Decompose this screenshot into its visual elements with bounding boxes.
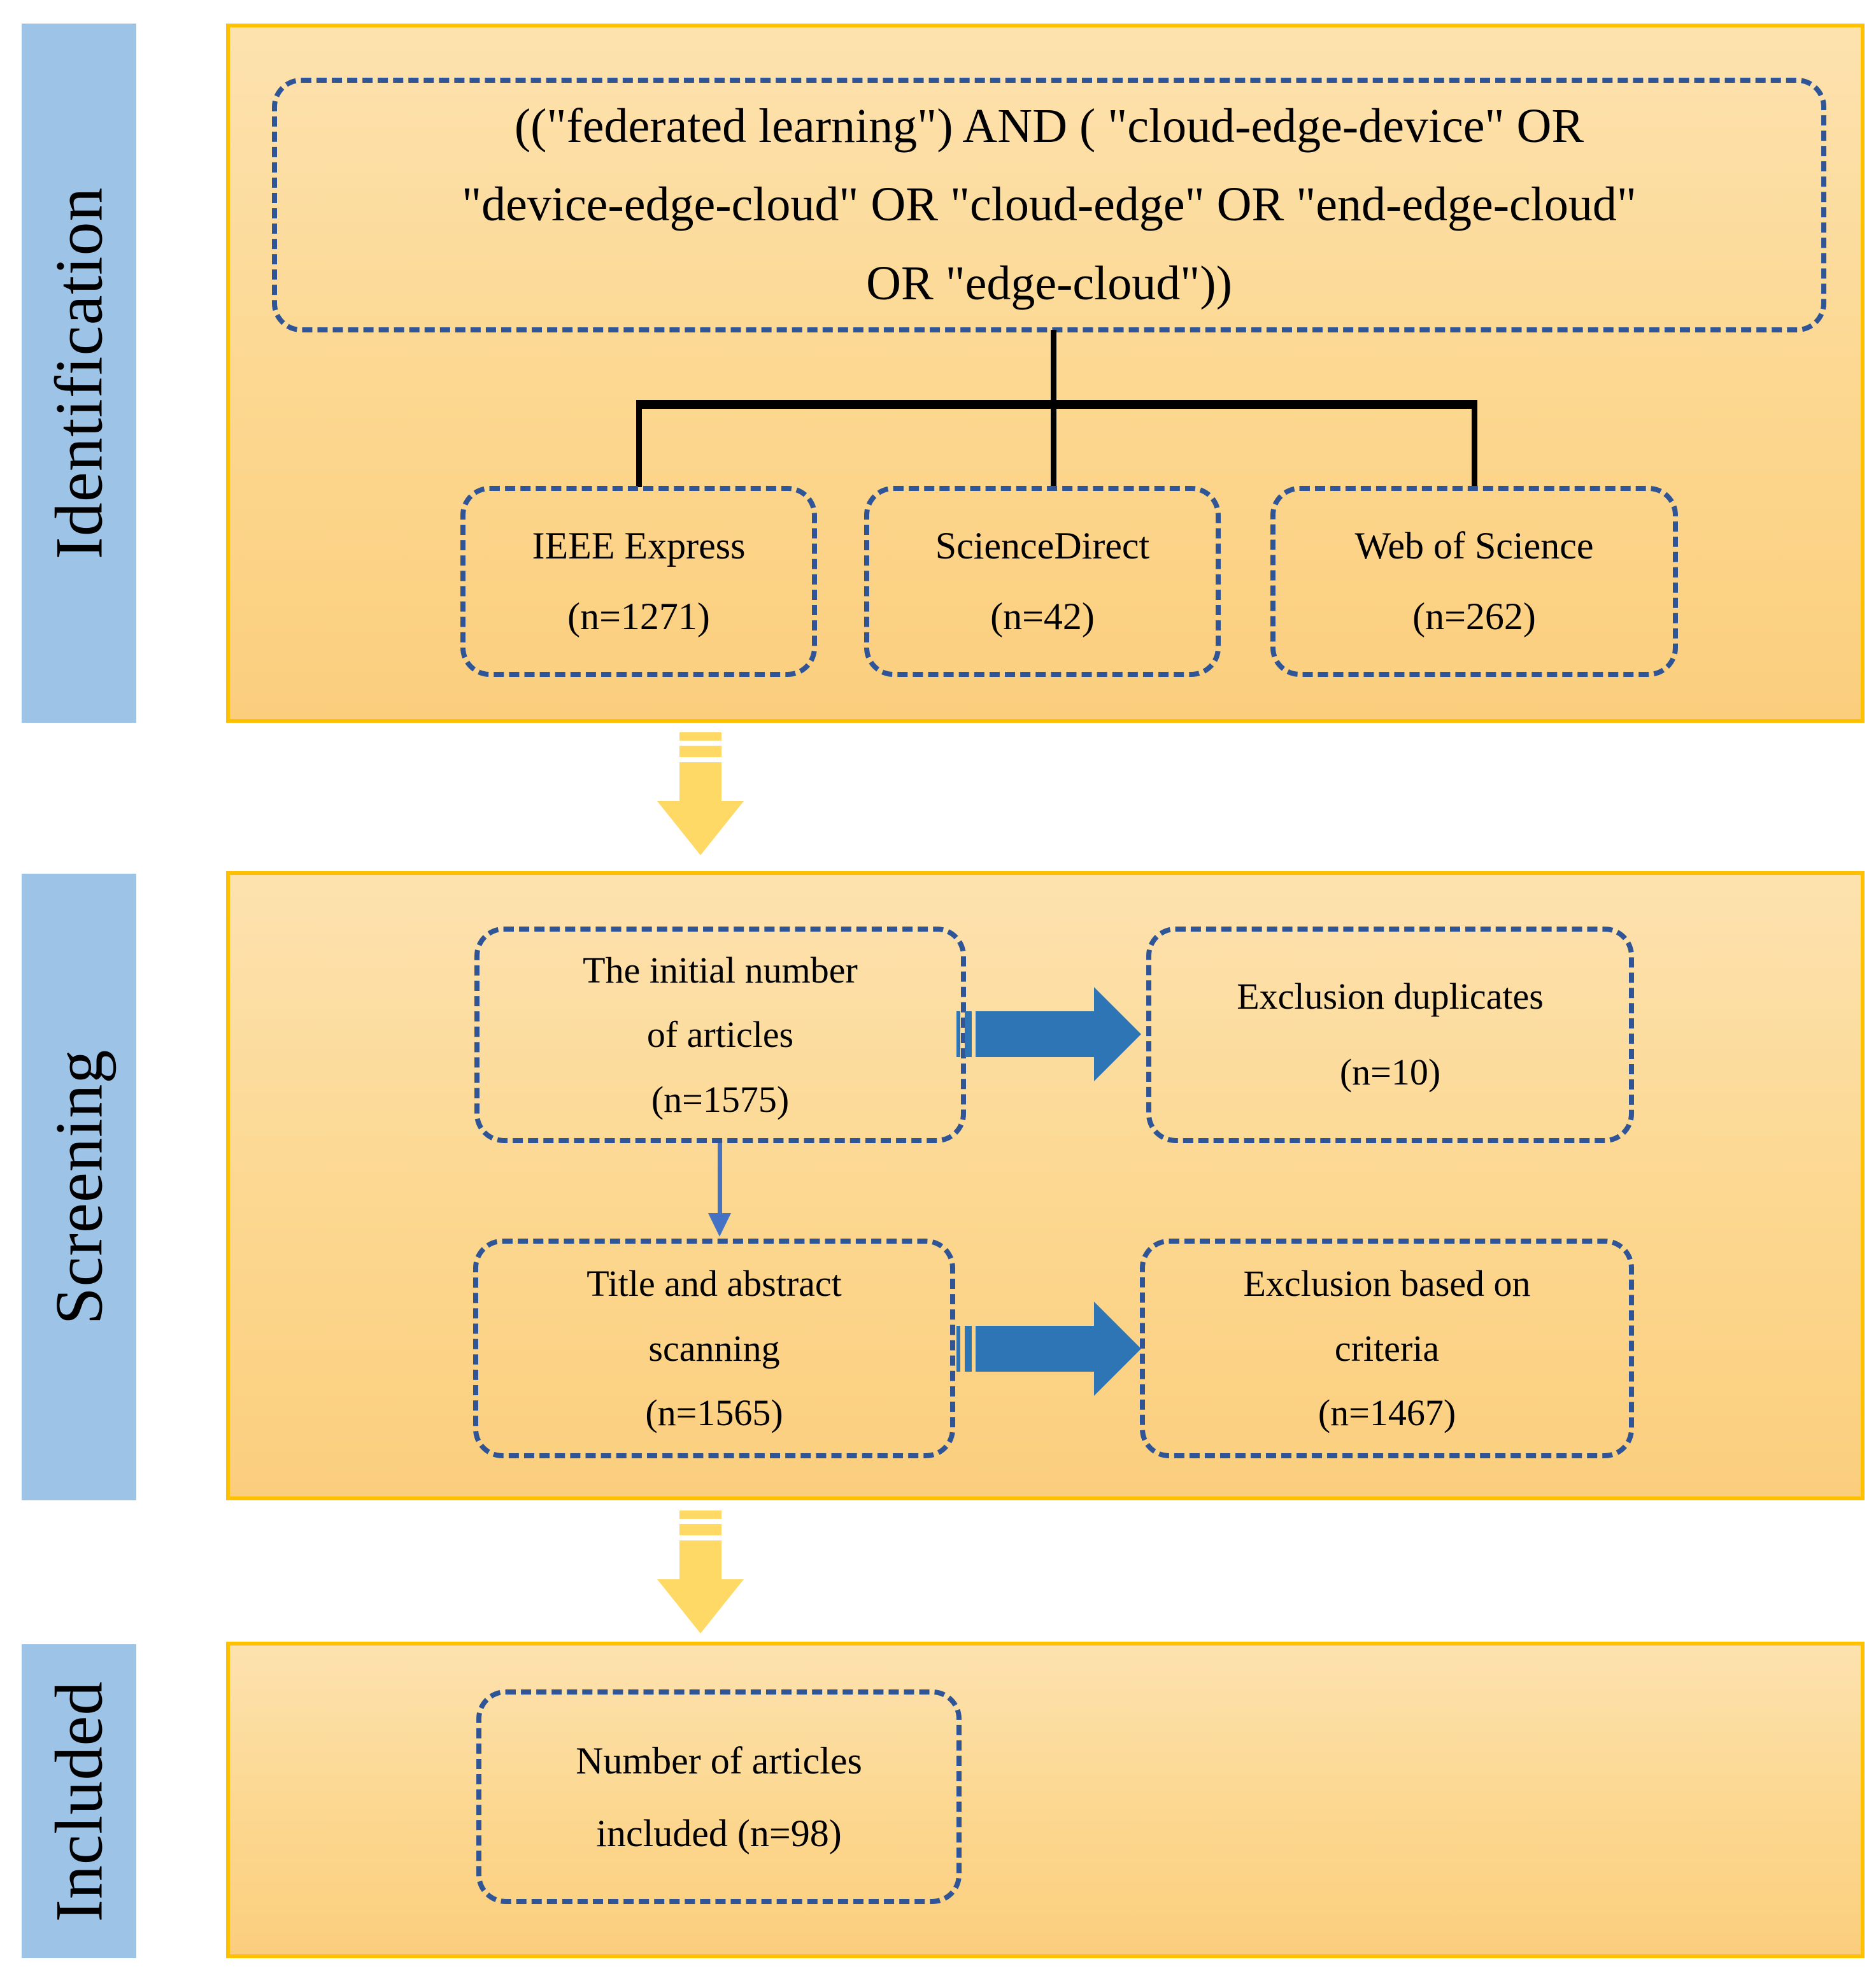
- box-text-line: criteria: [1334, 1327, 1440, 1369]
- query-line: (("federated learning") AND ( "cloud-edg…: [514, 99, 1584, 153]
- box-text-line: (n=1467): [1318, 1392, 1456, 1434]
- down-arrow-icon: [657, 1510, 744, 1633]
- connector-left-drop-line: [636, 408, 642, 487]
- stage-bar-screening: Screening: [22, 874, 136, 1500]
- search-query-box: (("federated learning") AND ( "cloud-edg…: [272, 78, 1826, 332]
- box-text-line: Exclusion duplicates: [1237, 976, 1544, 1018]
- articles-included-box: Number of articles included (n=98): [476, 1689, 962, 1904]
- box-text-line: Number of articles: [576, 1739, 862, 1782]
- source-box-web-of-science: Web of Science (n=262): [1270, 486, 1678, 677]
- box-text-line: (n=1565): [645, 1392, 783, 1434]
- source-count: (n=42): [990, 595, 1095, 637]
- included-panel: [226, 1642, 1865, 1958]
- exclusion-duplicates-box: Exclusion duplicates (n=10): [1146, 927, 1634, 1143]
- stage-label-identification: Identification: [41, 187, 116, 560]
- screening-panel: [226, 871, 1865, 1500]
- box-text-line: The initial number: [583, 949, 858, 991]
- initial-articles-box: The initial number of articles (n=1575): [474, 927, 966, 1143]
- stage-label-screening: Screening: [41, 1049, 117, 1325]
- query-line: "device-edge-cloud" OR "cloud-edge" OR "…: [462, 178, 1637, 232]
- box-text-line: (n=1575): [651, 1078, 790, 1120]
- stage-bar-identification: Identification: [22, 24, 136, 723]
- stage-label-included: Included: [41, 1681, 117, 1922]
- box-text-line: scanning: [648, 1327, 780, 1369]
- right-arrow-icon: [956, 1302, 1141, 1396]
- box-text-line: of articles: [646, 1014, 794, 1056]
- exclusion-criteria-box: Exclusion based on criteria (n=1467): [1140, 1239, 1634, 1458]
- source-name: Web of Science: [1354, 525, 1594, 567]
- right-arrow-icon: [956, 987, 1141, 1081]
- connector-right-drop-line: [1472, 408, 1477, 487]
- source-box-ieee-express: IEEE Express (n=1271): [460, 486, 817, 677]
- query-line: OR "edge-cloud")): [866, 256, 1232, 310]
- title-abstract-scanning-box: Title and abstract scanning (n=1565): [473, 1239, 955, 1458]
- source-count: (n=262): [1412, 595, 1536, 637]
- source-name: ScienceDirect: [935, 525, 1150, 567]
- down-arrow-icon: [657, 732, 744, 855]
- source-name: IEEE Express: [532, 525, 746, 567]
- identification-panel: [226, 24, 1865, 723]
- source-box-sciencedirect: ScienceDirect (n=42): [864, 486, 1221, 677]
- box-text-line: Title and abstract: [586, 1263, 842, 1305]
- stage-bar-included: Included: [22, 1644, 136, 1958]
- source-count: (n=1271): [567, 595, 710, 637]
- box-text-line: (n=10): [1339, 1051, 1441, 1093]
- connector-horizontal-line: [636, 400, 1477, 409]
- box-text-line: Exclusion based on: [1243, 1263, 1531, 1305]
- box-text-line: included (n=98): [596, 1812, 842, 1854]
- thin-down-arrow-icon: [708, 1143, 731, 1237]
